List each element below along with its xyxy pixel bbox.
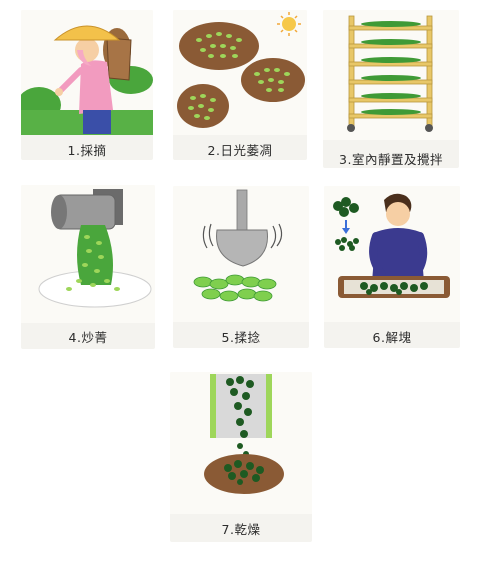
rolling-illustration [173, 186, 309, 322]
step-card-6: 6.解塊 [324, 186, 460, 348]
tea-picking-illustration [21, 10, 153, 135]
step-label: 2.日光萎凋 [207, 143, 273, 158]
step-card-1: 1.採摘 [21, 10, 153, 160]
breaking-clumps-illustration [324, 186, 460, 322]
pan-firing-illustration [21, 185, 155, 323]
step-card-2: 2.日光萎凋 [173, 10, 307, 160]
step-card-3: 3.室內靜置及攪拌 [323, 10, 459, 168]
step-card-5: 5.揉捻 [173, 186, 309, 348]
step-label: 3.室內靜置及攪拌 [339, 152, 443, 167]
step-label: 6.解塊 [372, 330, 412, 345]
arrow-down-icon [342, 228, 350, 234]
step-label: 1.採摘 [67, 143, 107, 158]
step-label: 5.揉捻 [221, 330, 261, 345]
drying-illustration [170, 372, 312, 514]
step-label: 7.乾燥 [221, 522, 261, 537]
step-card-4: 4.炒菁 [21, 185, 155, 349]
step-label: 4.炒菁 [68, 330, 108, 345]
drying-rack-illustration [323, 10, 459, 140]
solar-withering-illustration [173, 10, 307, 135]
step-card-7: 7.乾燥 [170, 372, 312, 542]
sun-icon [277, 12, 301, 36]
